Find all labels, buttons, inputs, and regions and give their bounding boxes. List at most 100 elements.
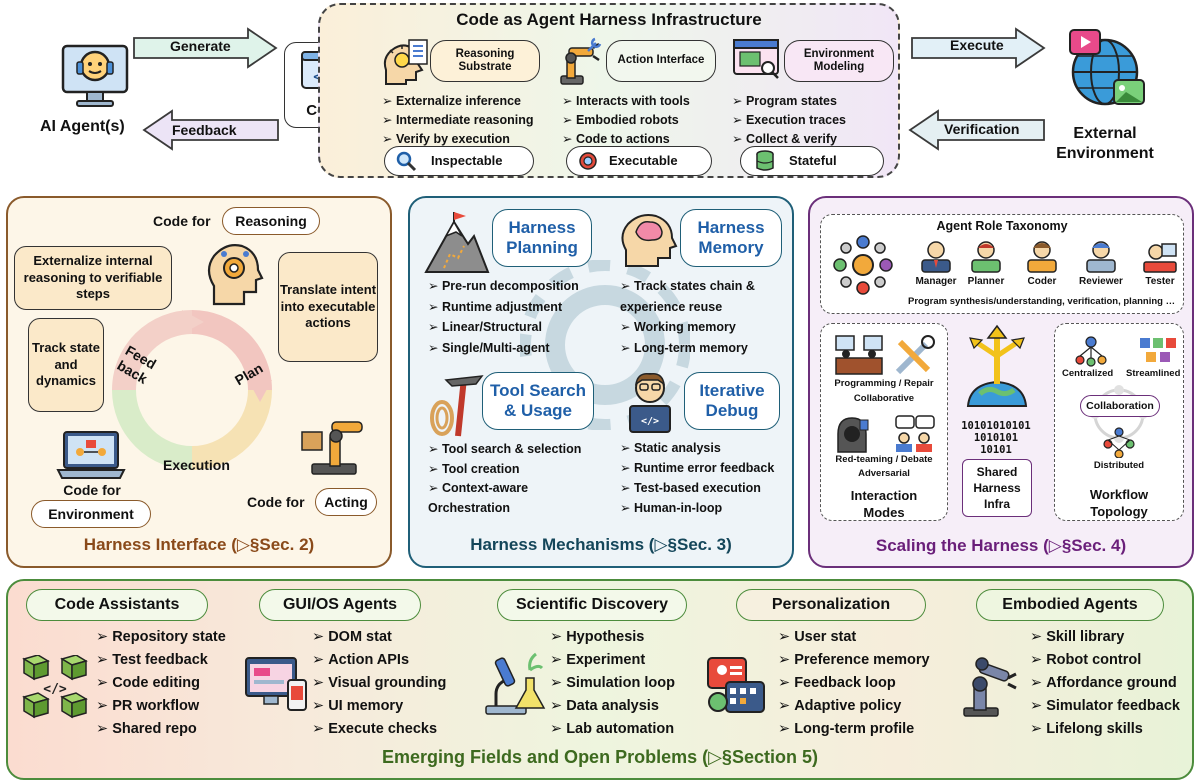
reasoning-substrate-list: Externalize inference Intermediate reaso… xyxy=(382,92,534,149)
list-item: Tool search & selection xyxy=(428,440,608,460)
iterative-debug-pill: Iterative Debug xyxy=(684,372,780,430)
personalization-list: User stat Preference memory Feedback loo… xyxy=(778,626,930,741)
list-item: Lab automation xyxy=(550,718,675,741)
agent-role-taxonomy-box xyxy=(820,214,1184,314)
globe-signpost-icon xyxy=(966,324,1028,407)
profile-calendar-icon xyxy=(707,657,765,713)
environment-modeling-list: Program states Execution traces Collect … xyxy=(732,92,846,149)
list-item: Adaptive policy xyxy=(778,695,930,718)
reasoning-substrate-title: Reasoning Substrate xyxy=(455,47,515,73)
list-item: Shared repo xyxy=(96,718,226,741)
scientific-discovery-title: Scientific Discovery xyxy=(515,595,669,613)
globe-media-icon xyxy=(1069,29,1145,106)
agent-label: AI Agent(s) xyxy=(40,118,125,135)
gui-os-agents-title: GUI/OS Agents xyxy=(282,595,398,613)
bubble-reasoning-text: Externalize internal reasoning to verifi… xyxy=(23,252,163,302)
list-item: Context-aware Orchestration xyxy=(428,479,568,518)
feedback-label: Feedback xyxy=(172,122,237,138)
plan-execute-cycle-icon xyxy=(112,310,272,470)
workflow-line2: Topology xyxy=(1090,504,1148,519)
embodied-agents-list: Skill library Robot control Affordance g… xyxy=(1030,626,1180,741)
tool-search-list: Tool search & selection Tool creation Co… xyxy=(428,440,608,518)
bubble-state-text: Track state and dynamics xyxy=(32,339,100,389)
wrench-icon xyxy=(587,37,602,52)
distributed-label: Distributed xyxy=(1093,460,1145,471)
env-label-line1: External xyxy=(1073,125,1137,142)
stateful-tag: Stateful xyxy=(740,146,884,176)
ai-agent-icon xyxy=(61,44,129,107)
hacker-icon xyxy=(837,417,869,453)
embodied-agents-title: Embodied Agents xyxy=(1002,595,1138,613)
collaboration-pill: Collaboration xyxy=(1080,395,1160,417)
list-item: Verify by execution xyxy=(382,130,534,149)
list-item: Long-term memory xyxy=(620,338,790,359)
verification-label: Verification xyxy=(944,121,1020,137)
code-for-reasoning-label: Code for xyxy=(153,213,211,229)
streamlined-icon xyxy=(1140,338,1176,362)
list-item: Collect & verify xyxy=(732,130,846,149)
top-section: AI Agent(s) Generate Feedback </> Code C… xyxy=(0,0,1200,185)
svg-text:</>: </> xyxy=(641,416,659,427)
feedback-arrow-icon xyxy=(142,109,279,151)
bubble-state: Track state and dynamics xyxy=(28,318,104,412)
gui-os-agents-list: DOM stat Action APIs Visual grounding UI… xyxy=(312,626,446,741)
harness-mechanisms-footer: Harness Mechanisms (▷§Sec. 3) xyxy=(470,535,732,554)
manager-icon xyxy=(921,241,951,273)
environment-pill-text: Environment xyxy=(48,505,134,522)
scientific-discovery-list: Hypothesis Experiment Simulation loop Da… xyxy=(550,626,675,741)
acting-pill-text: Acting xyxy=(324,493,368,510)
interaction-modes-line1: Interaction xyxy=(850,488,918,503)
binary-line3: 10101 xyxy=(980,444,1012,456)
shared-infra-text: Shared Harness Infra xyxy=(973,465,1021,511)
acting-pill: Acting xyxy=(315,488,377,516)
tester-icon xyxy=(1143,243,1177,273)
robot-arm-icon xyxy=(560,42,600,85)
binary-line2: 1010101 xyxy=(973,432,1019,444)
cycle-execution-label: Execution xyxy=(163,457,230,473)
collaborative-label: Collaborative xyxy=(853,393,915,404)
code-assistants-title: Code Assistants xyxy=(54,595,180,613)
execute-label: Execute xyxy=(950,37,1004,53)
list-item: Program states xyxy=(732,92,846,111)
list-item: Static analysis xyxy=(620,438,774,458)
collab-desk-icon xyxy=(835,335,883,375)
list-item: Data analysis xyxy=(550,695,675,718)
redteam-label: Red-teaming / Debate xyxy=(835,454,933,465)
harness-planning-title: Harness Planning xyxy=(506,218,578,257)
document-icon xyxy=(408,39,428,65)
binary-line1: 10101010101 xyxy=(961,420,1031,432)
scientific-discovery-pill: Scientific Discovery xyxy=(497,589,687,621)
action-interface-title: Action Interface xyxy=(617,54,705,67)
scaling-harness-footer: Scaling the Harness (▷§Sec. 4) xyxy=(875,536,1127,555)
environment-screen-icon xyxy=(733,39,779,79)
harness-memory-list: Track states chain & experience reuse Wo… xyxy=(620,276,790,358)
head-gear-icon xyxy=(207,244,264,306)
environment-modeling-title: Environment Modeling xyxy=(803,47,875,73)
executable-label: Executable xyxy=(609,152,678,168)
brain-head-icon xyxy=(621,214,678,267)
stateful-label: Stateful xyxy=(789,152,837,168)
action-interface-list: Interacts with tools Embodied robots Cod… xyxy=(562,92,690,149)
list-item: Code to actions xyxy=(562,130,690,149)
svg-text:</>: </> xyxy=(43,682,67,697)
list-item: UI memory xyxy=(312,695,446,718)
code-assistants-pill: Code Assistants xyxy=(26,589,208,621)
tool-search-title: Tool Search & Usage xyxy=(489,381,587,420)
industrial-robot-icon xyxy=(963,657,1017,717)
bubble-acting: Translate intent into executable actions xyxy=(278,252,378,362)
iterative-debug-title: Iterative Debug xyxy=(699,381,765,420)
gear-check-icon xyxy=(579,152,597,170)
role-manager: Manager xyxy=(915,276,957,287)
execute-arrow-icon xyxy=(911,27,1046,69)
list-item: Repository state xyxy=(96,626,226,649)
programming-repair-label: Programming / Repair xyxy=(834,378,934,389)
list-item: Execute checks xyxy=(312,718,446,741)
harness-planning-list: Pre-run decomposition Runtime adjustment… xyxy=(428,276,579,358)
harness-infrastructure-title: Code as Agent Harness Infrastructure xyxy=(456,10,762,29)
list-item: Skill library xyxy=(1030,626,1180,649)
list-item: Track states chain & experience reuse xyxy=(620,276,790,317)
harness-memory-title: Harness Memory xyxy=(697,218,765,257)
ice-axe-rope-icon xyxy=(430,375,484,437)
generate-arrow-icon xyxy=(133,27,278,69)
magnifier-icon xyxy=(396,151,417,172)
